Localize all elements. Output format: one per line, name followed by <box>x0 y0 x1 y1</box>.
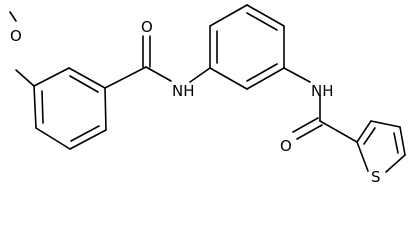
bond-carbonyl1-n <box>145 66 172 82</box>
bond-carbonyl2-o-b <box>296 124 323 140</box>
atom-methoxy-oxygen: O <box>10 27 22 45</box>
bond-methyl-o <box>9 11 17 22</box>
thiophene-bond-c2-c3 <box>356 120 372 143</box>
ring2-bond-5-inner <box>246 63 278 82</box>
thiophene-bond-c2-c3-inner <box>363 127 376 145</box>
ring1-bond-4 <box>104 87 107 131</box>
atom-amide2-oxygen: O <box>280 137 292 155</box>
ring2-bond-3-inner <box>246 12 278 31</box>
thiophene-bond-s-c2 <box>356 141 369 172</box>
ring1-bond-1-inner <box>41 90 44 124</box>
ring1-bond-5 <box>68 67 106 89</box>
thiophene-bond-c3-c4 <box>370 120 401 128</box>
atom-thiophene-sulfur: S <box>371 168 381 186</box>
bond-o-ring1 <box>15 69 35 87</box>
thiophene-bond-c4-c5 <box>399 126 406 156</box>
ring1-bond-3-inner <box>70 125 100 142</box>
atom-amide2-nitrogen: NH <box>311 82 334 100</box>
thiophene-bond-c4-c5-inner <box>393 132 399 154</box>
ring1-bond-3 <box>69 129 107 150</box>
ring2-bond-3 <box>246 4 285 27</box>
molecule-diagram: O O NH NH O S <box>9 4 406 186</box>
bond-carbonyl2-thiophene <box>319 120 358 143</box>
ring1-bond-1 <box>33 85 37 129</box>
bond-ring2-n2 <box>283 67 311 83</box>
ring2-bond-6 <box>209 67 248 90</box>
thiophene-bond-c5-s <box>385 154 406 173</box>
ring1-bond-6 <box>33 67 70 87</box>
bond-carbonyl2-o-a <box>292 117 319 133</box>
atom-amide1-nitrogen: NH <box>172 82 195 100</box>
ring2-bond-2 <box>209 4 248 27</box>
ring2-bond-5 <box>246 67 285 90</box>
ring1-bond-5-inner <box>69 75 99 93</box>
structure-svg: O O NH NH O S <box>9 4 406 186</box>
ring1-bond-2 <box>35 127 71 150</box>
atom-amide1-oxygen: O <box>141 18 153 36</box>
bond-n1-ring2 <box>189 67 211 83</box>
bond-ring1-carbonyl1 <box>104 66 147 89</box>
